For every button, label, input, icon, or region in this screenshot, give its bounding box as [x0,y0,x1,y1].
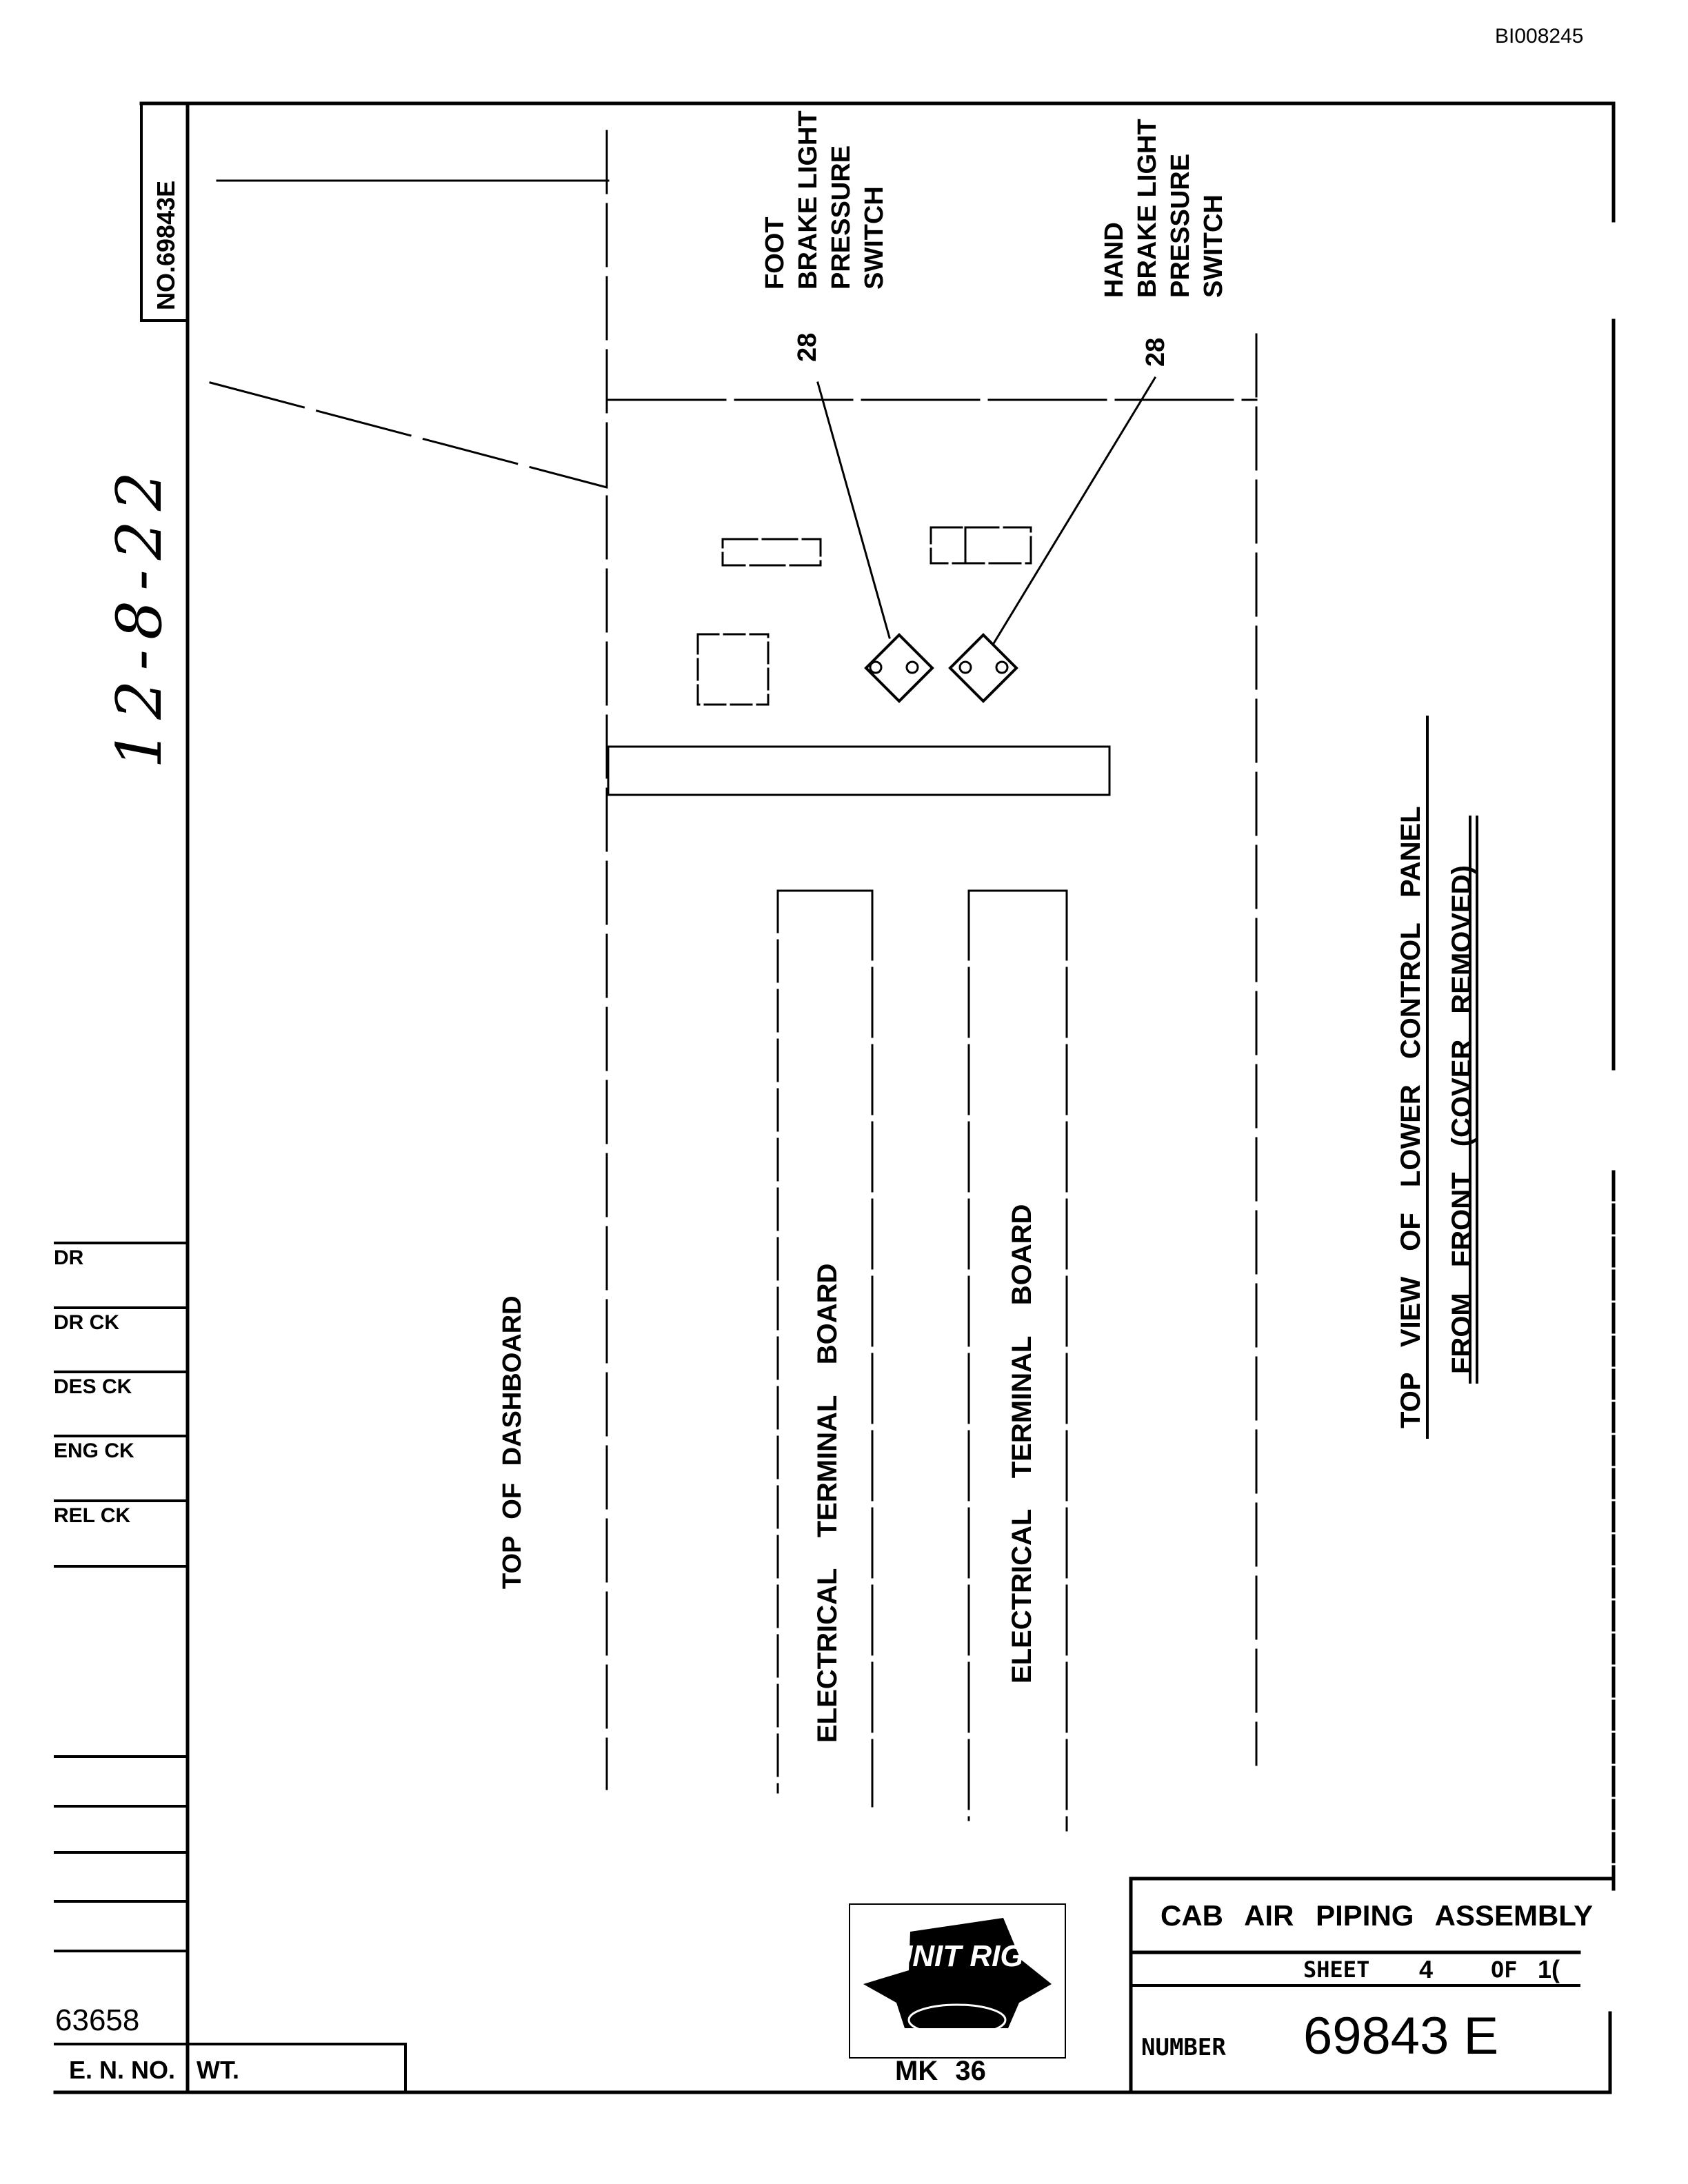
sheet-label: SHEET [1303,1957,1370,1983]
document-code: BI008245 [1495,25,1584,48]
side-number-box [140,102,189,322]
sheet-of-value: 1( [1538,1955,1560,1983]
view-title-line-1: TOP VIEW OF LOWER CONTROL PANEL [1396,806,1426,1428]
component-square [696,633,770,706]
signoff-eng-ck: ENG CK [54,1439,134,1462]
en-number-value: 63658 [55,2003,140,2037]
drawing-number: 69843 E [1303,2007,1499,2065]
en-number-label: E. N. NO. [69,2056,176,2084]
signoff-dr-ck: DR CK [54,1311,119,1334]
hand-callout-line-3: PRESSURE [1166,153,1195,298]
wt-label: WT. [197,2056,239,2084]
foot-brake-callout: FOOT BRAKE LIGHT PRESSURE SWITCH [758,110,891,290]
signoff-des-ck: DES CK [54,1375,132,1398]
foot-callout-line-3: PRESSURE [827,145,856,290]
terminal-board-1-label: ELECTRICAL TERMINAL BOARD [812,1263,843,1743]
number-label: NUMBER [1141,2034,1226,2061]
sheet-of-label: OF [1491,1957,1518,1983]
foot-item-number: 28 [793,332,822,362]
foot-callout-line-4: SWITCH [860,186,889,290]
sheet-value: 4 [1419,1955,1434,1983]
foot-pressure-switch [864,633,934,703]
logo-frame [849,1903,1066,2059]
panel-bar [607,745,1111,796]
foot-callout-leader [816,381,891,639]
hand-callout-line-2: BRAKE LIGHT [1133,119,1162,298]
top-of-dashboard-label: TOP OF DASHBOARD [498,1295,527,1589]
component-rect-right [930,526,1032,565]
foot-switch-port-1 [869,660,883,674]
hand-brake-callout: HAND BRAKE LIGHT PRESSURE SWITCH [1098,119,1230,298]
drawing-title: CAB AIR PIPING ASSEMBLY [1160,1899,1594,1932]
foot-callout-line-2: BRAKE LIGHT [794,110,823,290]
hand-callout-leader [991,376,1157,647]
mk-label: MK 36 [895,2056,986,2086]
leader-line-diagonal [209,381,608,489]
terminal-board-2-label: ELECTRICAL TERMINAL BOARD [1007,1204,1037,1684]
signoff-rel-ck: REL CK [54,1504,131,1527]
component-rect-left [721,538,822,567]
foot-callout-line-1: FOOT [761,216,790,290]
hand-switch-port-2 [995,660,1009,674]
svg-text:UNIT RIG: UNIT RIG [890,1939,1023,1973]
handwritten-date: 12-8-22 [103,461,176,769]
side-drawing-number: NO.69843E [152,180,180,310]
foot-switch-port-2 [905,660,919,674]
view-title-line-2: FROM FRONT (COVER REMOVED) [1447,865,1477,1374]
unit-rig-logo: UNIT RIG [863,1918,1052,2036]
hand-pressure-switch [948,633,1018,703]
hand-callout-line-4: SWITCH [1199,194,1228,298]
signoff-dr: DR [54,1246,84,1269]
hand-item-number: 28 [1141,337,1170,367]
hand-switch-port-1 [958,660,972,674]
hand-callout-line-1: HAND [1100,222,1129,298]
